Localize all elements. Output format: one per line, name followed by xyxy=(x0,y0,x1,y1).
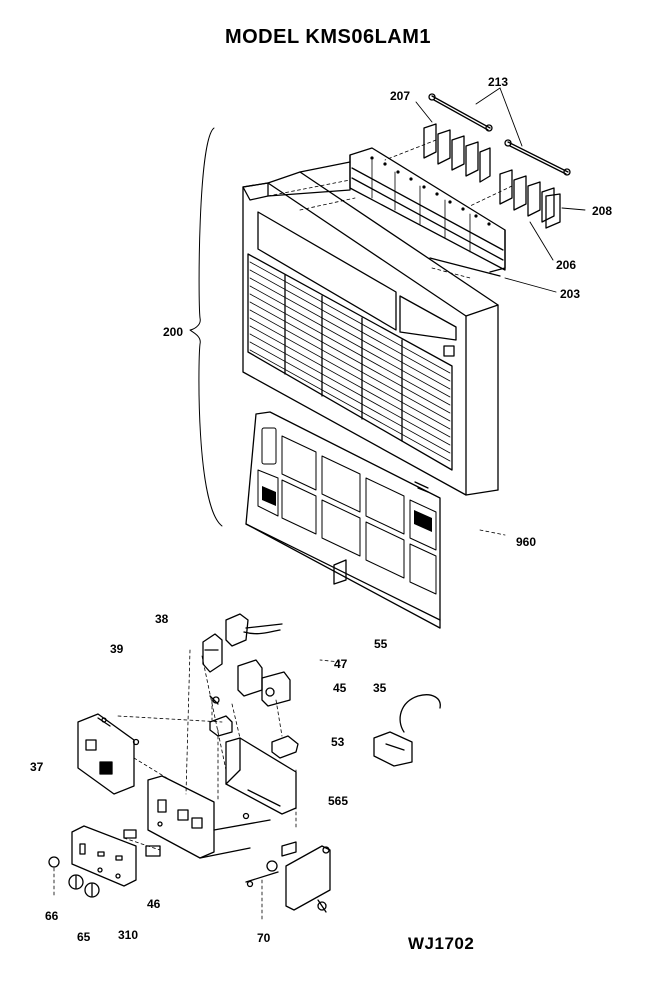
label-206: 206 xyxy=(556,258,577,272)
part-46 xyxy=(123,829,161,857)
control-base-plate xyxy=(147,775,271,859)
label-565: 565 xyxy=(328,794,349,808)
label-46: 46 xyxy=(147,897,161,911)
control-faceplate xyxy=(71,825,137,887)
front-grille-frame xyxy=(242,171,499,496)
label-70: 70 xyxy=(257,931,271,945)
louver-blades-right xyxy=(499,139,571,229)
control-board xyxy=(77,713,140,795)
thermostat-bulb xyxy=(373,694,441,767)
label-207: 207 xyxy=(390,89,411,103)
lower-mount-bracket xyxy=(245,841,331,913)
label-53: 53 xyxy=(331,735,345,749)
label-37: 37 xyxy=(30,760,44,774)
label-35: 35 xyxy=(373,681,387,695)
label-47: 47 xyxy=(334,657,348,671)
label-200: 200 xyxy=(163,325,184,339)
assembly-bracket-200 xyxy=(189,127,223,527)
control-components xyxy=(209,659,291,737)
louver-housing xyxy=(267,147,506,277)
label-39: 39 xyxy=(110,642,124,656)
label-38: 38 xyxy=(155,612,169,626)
label-310: 310 xyxy=(118,928,139,942)
louver-blades-left xyxy=(423,93,493,183)
switch-parts xyxy=(202,613,283,673)
air-filter xyxy=(245,411,506,629)
label-213: 213 xyxy=(488,75,509,89)
label-65: 65 xyxy=(77,930,91,944)
label-960: 960 xyxy=(516,535,537,549)
label-45: 45 xyxy=(333,681,347,695)
label-55: 55 xyxy=(374,637,388,651)
diagram-title: MODEL KMS06LAM1 xyxy=(224,26,432,48)
label-66: 66 xyxy=(45,909,59,923)
label-208: 208 xyxy=(592,204,613,218)
control-bracket xyxy=(225,737,297,820)
control-knobs xyxy=(48,856,100,898)
drawing-code: WJ1702 xyxy=(408,934,475,953)
label-203: 203 xyxy=(560,287,581,301)
part-53-clip xyxy=(271,735,299,759)
